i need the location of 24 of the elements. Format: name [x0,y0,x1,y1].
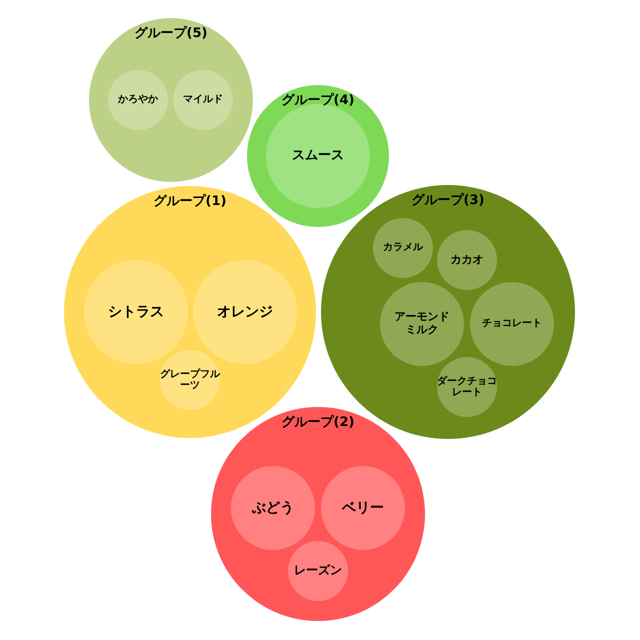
item-circle [437,357,497,417]
item-circle [266,104,370,208]
item-circle [437,230,497,290]
item-label: スムース [292,148,344,164]
item-label: シトラス [108,304,164,320]
item-label: レーズン [294,564,342,578]
item-label: グレープフルーツ [160,368,220,392]
item-label: オレンジ [217,304,273,320]
item-circle [160,350,220,410]
item-label: ベリー [342,500,384,516]
item-label: ぶどう [252,500,294,516]
group-title: グループ(5) [134,24,208,42]
item-circle [288,541,348,601]
item-label: カカオ [450,254,484,266]
group-title: グループ(3) [412,192,484,209]
group-title: グループ(1) [154,192,226,210]
item-label: ダークチョコレート [437,376,497,398]
item-label: アーモンドミルク [394,311,450,337]
group-title: グループ(4) [282,92,354,109]
group-title: グループ(2) [282,414,354,431]
item-label: かろやか [118,94,158,106]
item-label: チョコレート [482,318,542,330]
item-label: マイルド [183,94,223,106]
item-label: カラメル [383,242,423,254]
